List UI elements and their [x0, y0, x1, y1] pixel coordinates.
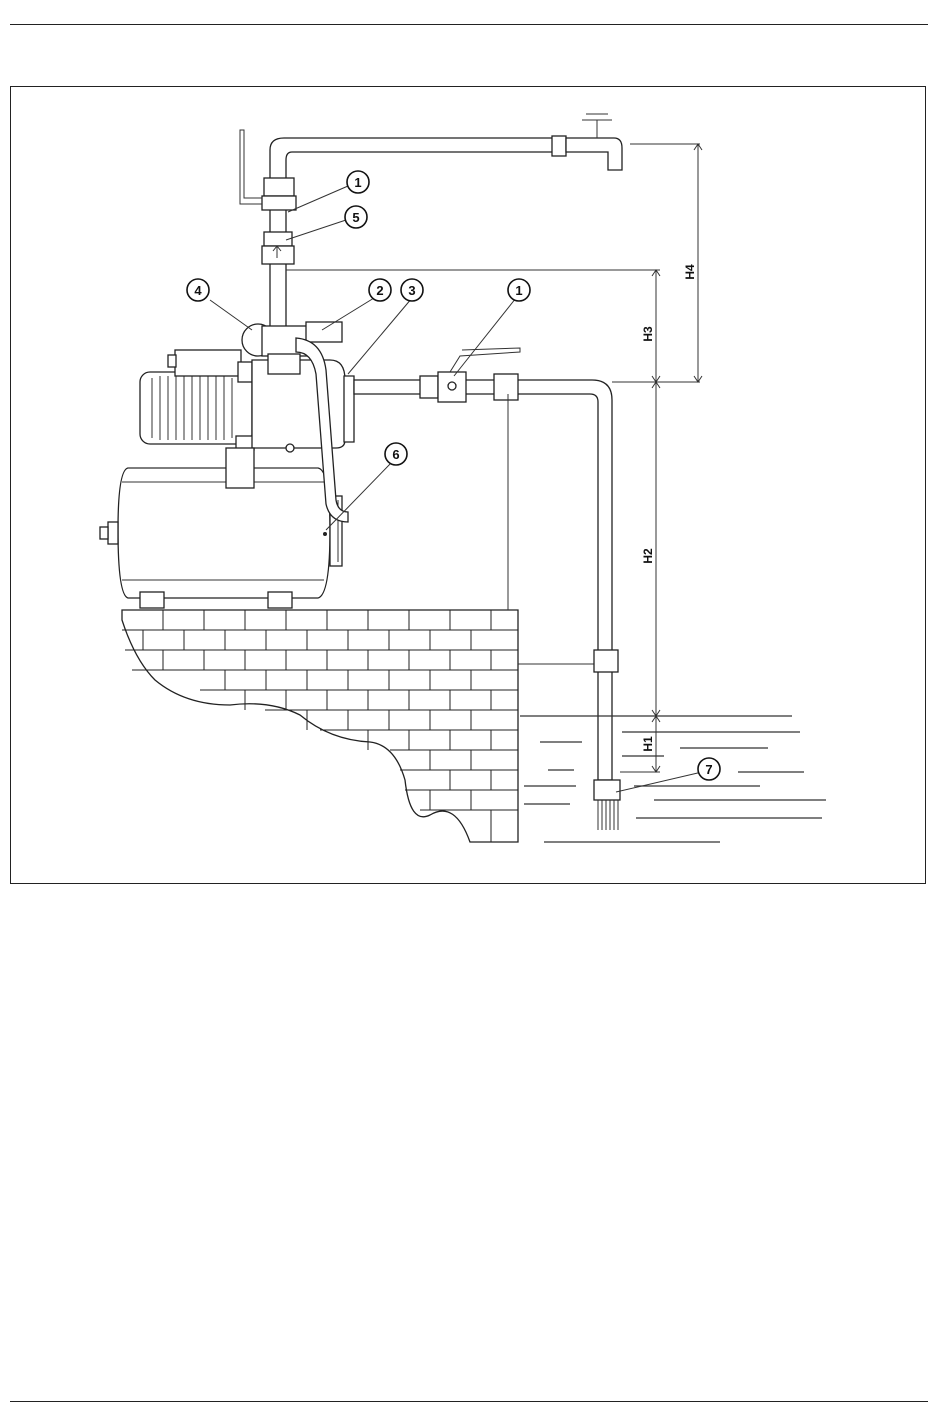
callout-1-top: 1 — [347, 171, 369, 193]
callout-label: 1 — [354, 175, 361, 190]
pressure-tank — [100, 468, 342, 608]
callout-label: 2 — [376, 283, 383, 298]
brick-wall — [122, 610, 518, 842]
callout-5: 5 — [345, 206, 367, 228]
discharge-pipe — [240, 114, 622, 350]
dimension-h1: H1 — [641, 736, 655, 752]
dimension-h3: H3 — [641, 326, 655, 342]
callout-label: 7 — [705, 762, 712, 777]
callout-6: 6 — [385, 443, 407, 465]
dimension-h4: H4 — [683, 264, 697, 280]
callout-label: 4 — [194, 283, 202, 298]
callout-label: 5 — [352, 210, 359, 225]
callout-3: 3 — [401, 279, 423, 301]
callout-7: 7 — [698, 758, 720, 780]
callout-2: 2 — [369, 279, 391, 301]
callout-label: 1 — [515, 283, 522, 298]
callout-label: 6 — [392, 447, 399, 462]
suction-pipe — [354, 348, 620, 830]
callout-label: 3 — [408, 283, 415, 298]
dimension-h2: H2 — [641, 548, 655, 564]
callout-4: 4 — [187, 279, 209, 301]
callout-1-suction: 1 — [508, 279, 530, 301]
